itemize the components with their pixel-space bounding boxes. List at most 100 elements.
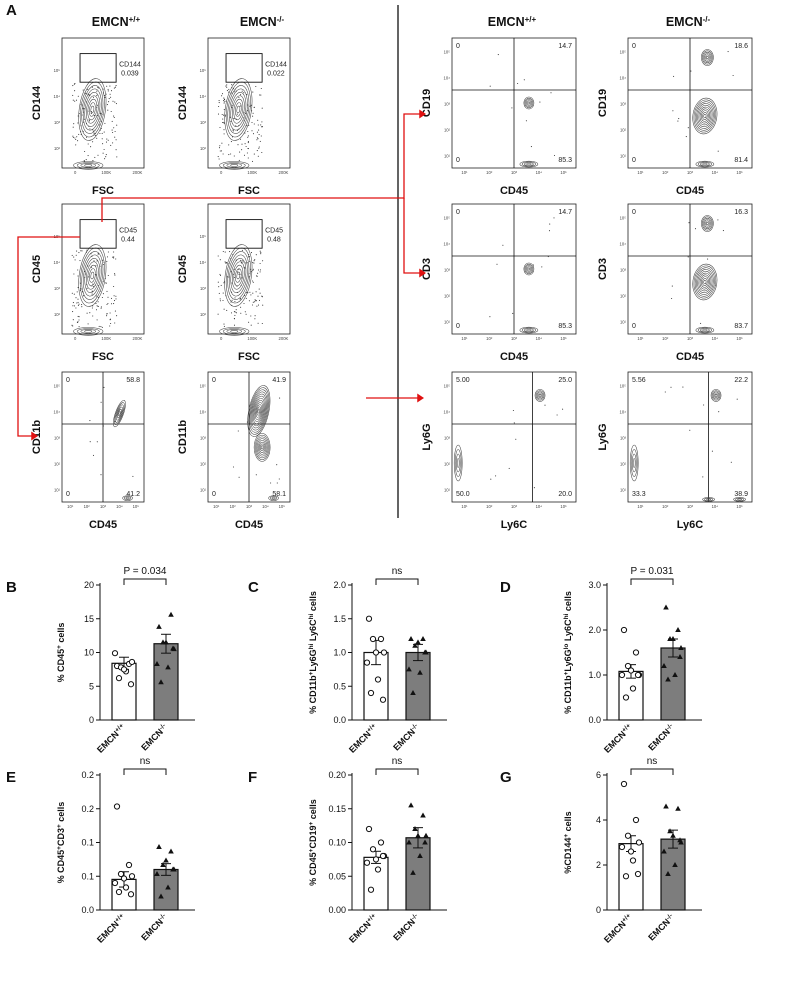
event-dot xyxy=(237,430,239,432)
event-dot xyxy=(103,386,105,388)
y-tick-label: 2.0 xyxy=(588,625,601,635)
event-dot xyxy=(553,217,555,219)
contour-line xyxy=(259,443,265,452)
contour-line xyxy=(692,263,718,301)
data-point-ko xyxy=(160,862,166,867)
event-dot xyxy=(221,93,224,95)
contour-line xyxy=(737,498,742,501)
event-dot xyxy=(230,153,232,155)
event-dot xyxy=(489,316,491,318)
significance-bracket xyxy=(375,578,419,585)
event-dot xyxy=(259,140,261,142)
y-tick-label: 1.0 xyxy=(333,648,346,658)
data-point-ko xyxy=(417,853,423,858)
event-dot xyxy=(235,312,238,314)
event-dot xyxy=(223,121,225,123)
event-dot xyxy=(107,274,109,277)
event-dot xyxy=(255,85,257,88)
event-dot xyxy=(257,272,259,274)
event-dot xyxy=(242,261,244,263)
event-dot xyxy=(113,251,115,253)
event-dot xyxy=(107,139,109,141)
data-point-ko xyxy=(410,690,416,695)
y-tick-label: 10³ xyxy=(54,120,61,125)
contour-line xyxy=(224,244,253,307)
y-axis-label: % CD11b+Ly6Glo Ly6Chi cells xyxy=(563,591,574,714)
data-point-wt xyxy=(372,856,380,863)
event-dot xyxy=(91,290,93,292)
event-dot xyxy=(217,313,219,315)
event-dot xyxy=(221,95,223,97)
y-tick-label: 0.0 xyxy=(588,715,601,725)
contour-line xyxy=(702,278,708,286)
data-point-ko xyxy=(165,884,171,890)
contour-line xyxy=(527,101,531,105)
event-dot xyxy=(224,251,226,253)
event-dot xyxy=(257,295,259,297)
contour-line xyxy=(89,268,96,283)
event-dot xyxy=(220,284,222,286)
event-dot xyxy=(218,286,220,288)
event-dot xyxy=(259,271,261,273)
event-dot xyxy=(89,312,91,314)
event-dot xyxy=(539,101,541,103)
contour-line xyxy=(700,110,709,122)
event-dot xyxy=(690,70,692,72)
event-dot xyxy=(85,159,87,161)
contour-line xyxy=(702,329,708,332)
event-dot xyxy=(262,304,264,306)
x-axis-label: CD45 xyxy=(500,185,528,197)
contour-line xyxy=(696,103,714,129)
contour-line xyxy=(222,328,246,335)
event-dot xyxy=(100,306,102,308)
x-tick-label: 10² xyxy=(662,336,669,341)
y-tick-label: 10⁴ xyxy=(620,76,627,81)
panel-label: F xyxy=(248,769,257,786)
contour-line xyxy=(526,100,532,106)
event-dot xyxy=(78,133,80,135)
event-dot xyxy=(673,75,675,77)
event-dot xyxy=(225,85,227,87)
event-dot xyxy=(96,137,98,139)
y-tick-label: 10⁵ xyxy=(620,216,627,221)
event-dot xyxy=(101,138,103,140)
event-dot xyxy=(233,311,235,313)
event-dot xyxy=(84,92,87,94)
event-dot xyxy=(72,99,74,101)
event-dot xyxy=(254,299,256,301)
x-tick-label: 100K xyxy=(247,336,257,341)
y-tick-label: 10⁵ xyxy=(54,384,61,389)
plot-frame xyxy=(451,371,577,503)
quadrant-top-right: 22.2 xyxy=(734,377,748,384)
y-tick-label: 10⁴ xyxy=(620,410,627,415)
contour-line xyxy=(519,160,539,168)
event-dot xyxy=(106,315,108,317)
event-dot xyxy=(259,262,261,265)
event-dot xyxy=(105,141,108,143)
data-point-ko xyxy=(665,676,671,682)
gate-value: 0.039 xyxy=(121,70,139,77)
event-dot xyxy=(231,84,233,86)
event-dot xyxy=(259,269,262,271)
contour-line xyxy=(249,389,269,433)
data-point-wt xyxy=(125,861,133,869)
contour-line xyxy=(235,268,242,283)
event-dot xyxy=(225,262,228,264)
event-dot xyxy=(259,292,261,294)
event-dot xyxy=(81,250,83,252)
data-point-wt xyxy=(127,681,135,688)
panel-label: G xyxy=(500,769,512,786)
event-dot xyxy=(279,397,281,399)
contour-line xyxy=(84,258,101,293)
quadrant-top-right: 14.7 xyxy=(558,209,572,216)
y-tick-label: 10⁴ xyxy=(200,410,207,415)
y-tick-label: 10⁴ xyxy=(54,260,61,265)
contour-line xyxy=(524,328,534,332)
event-dot xyxy=(89,441,91,443)
event-dot xyxy=(276,482,278,484)
contour-line xyxy=(80,163,96,168)
data-point-wt xyxy=(120,666,128,673)
data-point-wt xyxy=(618,843,626,851)
